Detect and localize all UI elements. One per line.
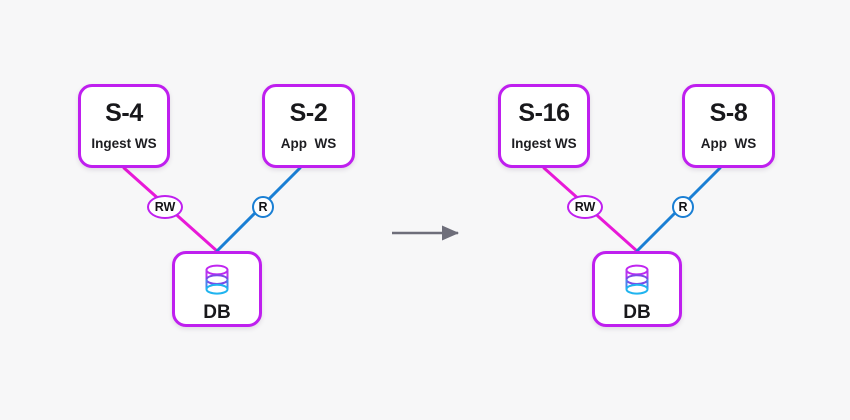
database-icon	[205, 264, 229, 295]
node-db-before[interactable]: DB	[172, 251, 262, 327]
node-app-ws-before[interactable]: S-2 App WS	[262, 84, 355, 168]
node-title: S-8	[709, 99, 748, 128]
node-subtitle: Ingest WS	[91, 136, 157, 152]
node-app-ws-after[interactable]: S-8 App WS	[682, 84, 775, 168]
edge-label-text: RW	[574, 199, 596, 214]
node-db-after[interactable]: DB	[592, 251, 682, 327]
edge-label-text: R	[678, 199, 688, 214]
edge-label-text: RW	[154, 199, 176, 214]
edge-label-rw-after[interactable]: RW	[567, 195, 603, 219]
edge-label-r-before[interactable]: R	[252, 196, 274, 218]
edge-label-text: R	[258, 199, 268, 214]
edge-label-r-after[interactable]: R	[672, 196, 694, 218]
edge-label-rw-before[interactable]: RW	[147, 195, 183, 219]
node-title: DB	[623, 301, 651, 323]
node-title: S-16	[518, 99, 570, 128]
node-subtitle: App WS	[280, 136, 337, 152]
node-ingest-ws-before[interactable]: S-4 Ingest WS	[78, 84, 170, 168]
node-title: DB	[203, 301, 231, 323]
node-ingest-ws-after[interactable]: S-16 Ingest WS	[498, 84, 590, 168]
node-title: S-4	[105, 99, 143, 128]
node-title: S-2	[289, 99, 328, 128]
node-subtitle: Ingest WS	[511, 136, 577, 152]
node-subtitle: App WS	[700, 136, 757, 152]
database-icon	[625, 264, 649, 295]
